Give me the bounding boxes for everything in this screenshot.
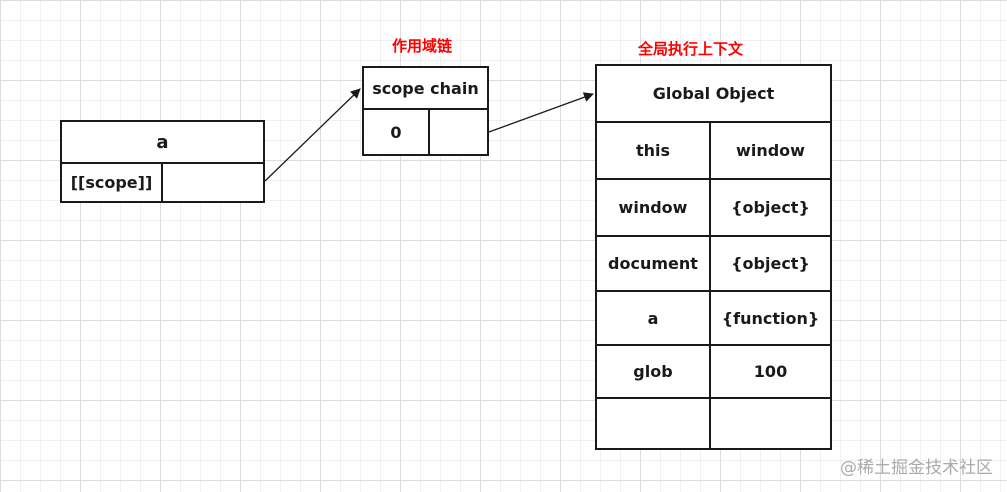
scope-chain-divider xyxy=(364,108,487,110)
scope-chain-header: scope chain xyxy=(372,78,479,98)
scope-chain-index: 0 xyxy=(390,122,402,142)
global-row-value: 100 xyxy=(753,362,788,381)
watermark: @稀土掘金技术社区 xyxy=(840,458,993,478)
global-row-divider xyxy=(597,178,830,180)
global-row-key: window xyxy=(618,198,688,217)
arrow-chain-to-global xyxy=(488,92,594,133)
global-context-title: 全局执行上下文 xyxy=(638,40,744,58)
global-row-key: glob xyxy=(633,362,673,381)
global-row-value: {object} xyxy=(731,198,810,217)
global-row-value: {function} xyxy=(721,308,820,328)
scope-chain-cell-divider xyxy=(428,110,430,154)
global-object-header: Global Object xyxy=(652,84,775,103)
global-row-divider xyxy=(597,235,830,237)
object-a-cell-divider xyxy=(161,164,163,201)
global-row-value: {object} xyxy=(731,254,810,273)
scope-chain-box: scope chain 0 xyxy=(362,66,489,156)
global-row-key: document xyxy=(608,254,698,273)
global-row-divider xyxy=(597,397,830,399)
scope-chain-title: 作用域链 xyxy=(392,37,453,55)
global-object-column-divider xyxy=(709,123,711,448)
global-object-header-divider xyxy=(597,121,830,123)
object-a-box: a [[scope]] xyxy=(60,120,265,203)
object-a-scope-label: [[scope]] xyxy=(70,173,153,192)
global-row-key: a xyxy=(647,308,659,328)
global-row-divider xyxy=(597,344,830,346)
global-row-value: window xyxy=(736,141,805,160)
object-a-divider xyxy=(62,162,263,164)
arrow-scope-to-chain xyxy=(264,88,361,182)
global-object-box: Global Object this window window {object… xyxy=(595,64,832,450)
global-row-key: this xyxy=(635,141,671,160)
object-a-name: a xyxy=(156,131,169,153)
global-row-divider xyxy=(597,290,830,292)
